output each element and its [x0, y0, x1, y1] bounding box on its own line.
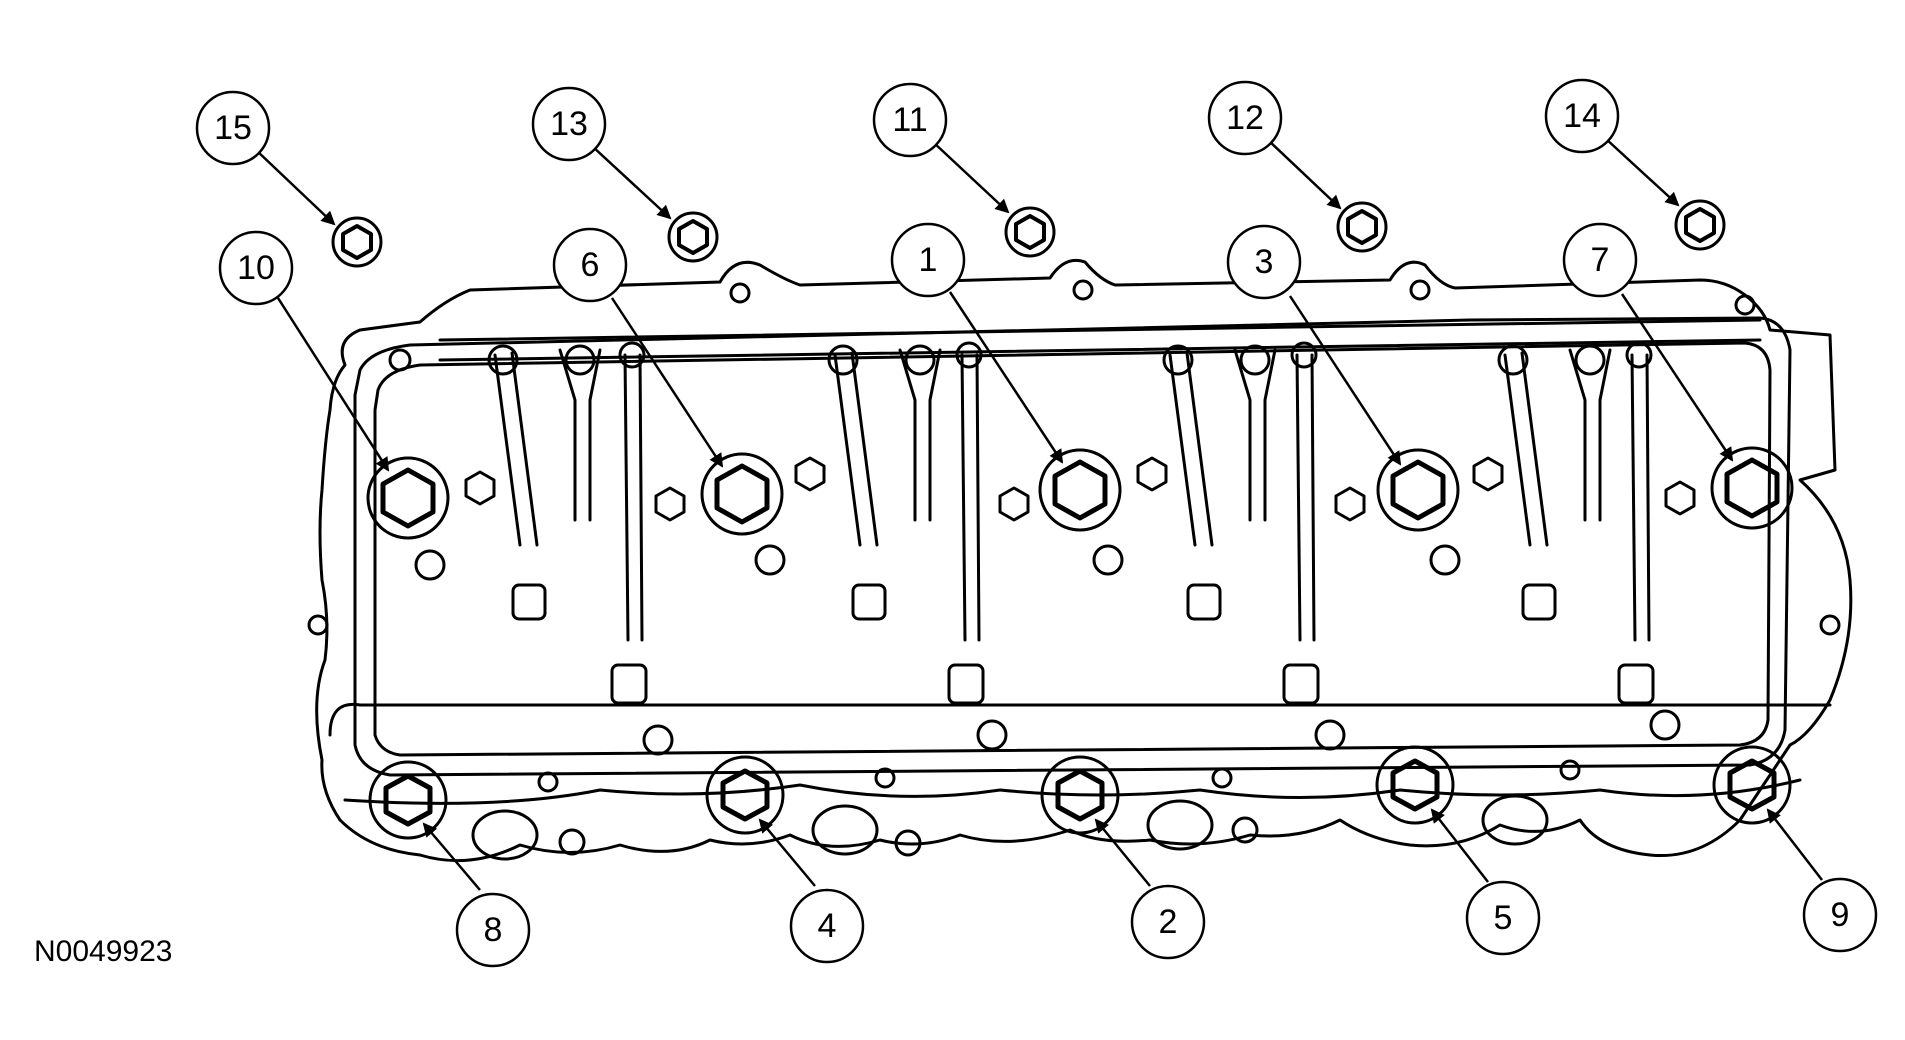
callout-8: 8 [455, 892, 531, 968]
small-bolt-15 [331, 216, 383, 268]
bolt-6 [700, 452, 784, 536]
callout-2: 2 [1130, 884, 1206, 960]
small-bolt-14 [1674, 199, 1726, 251]
callout-10-label: 10 [237, 249, 275, 287]
callout-5-label: 5 [1494, 899, 1513, 937]
callout-14-label: 14 [1563, 97, 1601, 135]
bolt-2 [1040, 755, 1120, 835]
gasket-rail-outline [353, 316, 1792, 777]
callout-3-label: 3 [1255, 243, 1274, 281]
rail-hex-plugs [464, 456, 1696, 522]
callout-10: 10 [218, 230, 294, 306]
bolt-10 [366, 456, 450, 540]
callout-15: 15 [195, 90, 271, 166]
callout-4-label: 4 [818, 907, 837, 945]
callout-7-label: 7 [1591, 241, 1610, 279]
callout-12-label: 12 [1226, 99, 1264, 137]
leader-3 [1288, 295, 1402, 466]
leader-1 [948, 291, 1064, 464]
bolt-3 [1376, 448, 1460, 532]
callout-9: 9 [1802, 877, 1878, 953]
bolt-8 [368, 760, 448, 840]
callout-14: 14 [1544, 78, 1620, 154]
rocker-assembly-2 [827, 341, 985, 705]
bolt-1 [1038, 448, 1122, 532]
leader-11 [932, 141, 1010, 214]
callout-8-label: 8 [484, 911, 503, 949]
locating-holes [307, 279, 1841, 857]
callout-11-label: 11 [892, 101, 927, 139]
leader-5 [1430, 808, 1489, 883]
callout-9-label: 9 [1831, 896, 1850, 934]
leader-8 [422, 822, 481, 891]
leader-4 [758, 818, 816, 887]
rocker-rail [438, 318, 1762, 362]
manifold-flange [328, 702, 1832, 805]
callout-1: 1 [890, 222, 966, 298]
leader-12 [1267, 139, 1342, 210]
callout-12: 12 [1207, 80, 1283, 156]
intake-ports [471, 794, 1549, 861]
callout-6: 6 [552, 227, 628, 303]
callout-5: 5 [1465, 880, 1541, 956]
callout-1-label: 1 [919, 241, 938, 279]
leader-7 [1620, 293, 1734, 462]
callout-2-label: 2 [1159, 903, 1178, 941]
figure-id: N0049923 [34, 935, 173, 968]
callout-4: 4 [789, 888, 865, 964]
leader-9 [1766, 808, 1823, 881]
leader-15 [255, 149, 336, 226]
leader-14 [1604, 137, 1680, 207]
callout-3: 3 [1226, 224, 1302, 300]
rocker-assembly-1 [487, 341, 648, 705]
leader-13 [591, 145, 672, 220]
callout-15-label: 15 [214, 109, 252, 147]
leader-2 [1094, 818, 1151, 887]
small-bolt-13 [667, 211, 719, 263]
bolt-4 [705, 755, 785, 835]
leader-10 [276, 297, 390, 472]
rocker-assembly-4 [1497, 341, 1655, 705]
small-bolt-12 [1336, 201, 1388, 253]
callout-11: 11 [872, 82, 948, 158]
bolt-9 [1712, 745, 1792, 825]
bolt-5 [1375, 745, 1455, 825]
bolt-7 [1710, 446, 1794, 530]
callout-13: 13 [531, 86, 607, 162]
cylinder-head-outline [315, 258, 1853, 863]
callout-6-label: 6 [581, 246, 600, 284]
leader-6 [610, 297, 724, 468]
gasket-rail-inner [373, 341, 1772, 757]
rocker-assembly-3 [1162, 341, 1320, 705]
callout-13-label: 13 [550, 105, 588, 143]
small-bolt-11 [1004, 206, 1056, 258]
callout-7: 7 [1562, 222, 1638, 298]
